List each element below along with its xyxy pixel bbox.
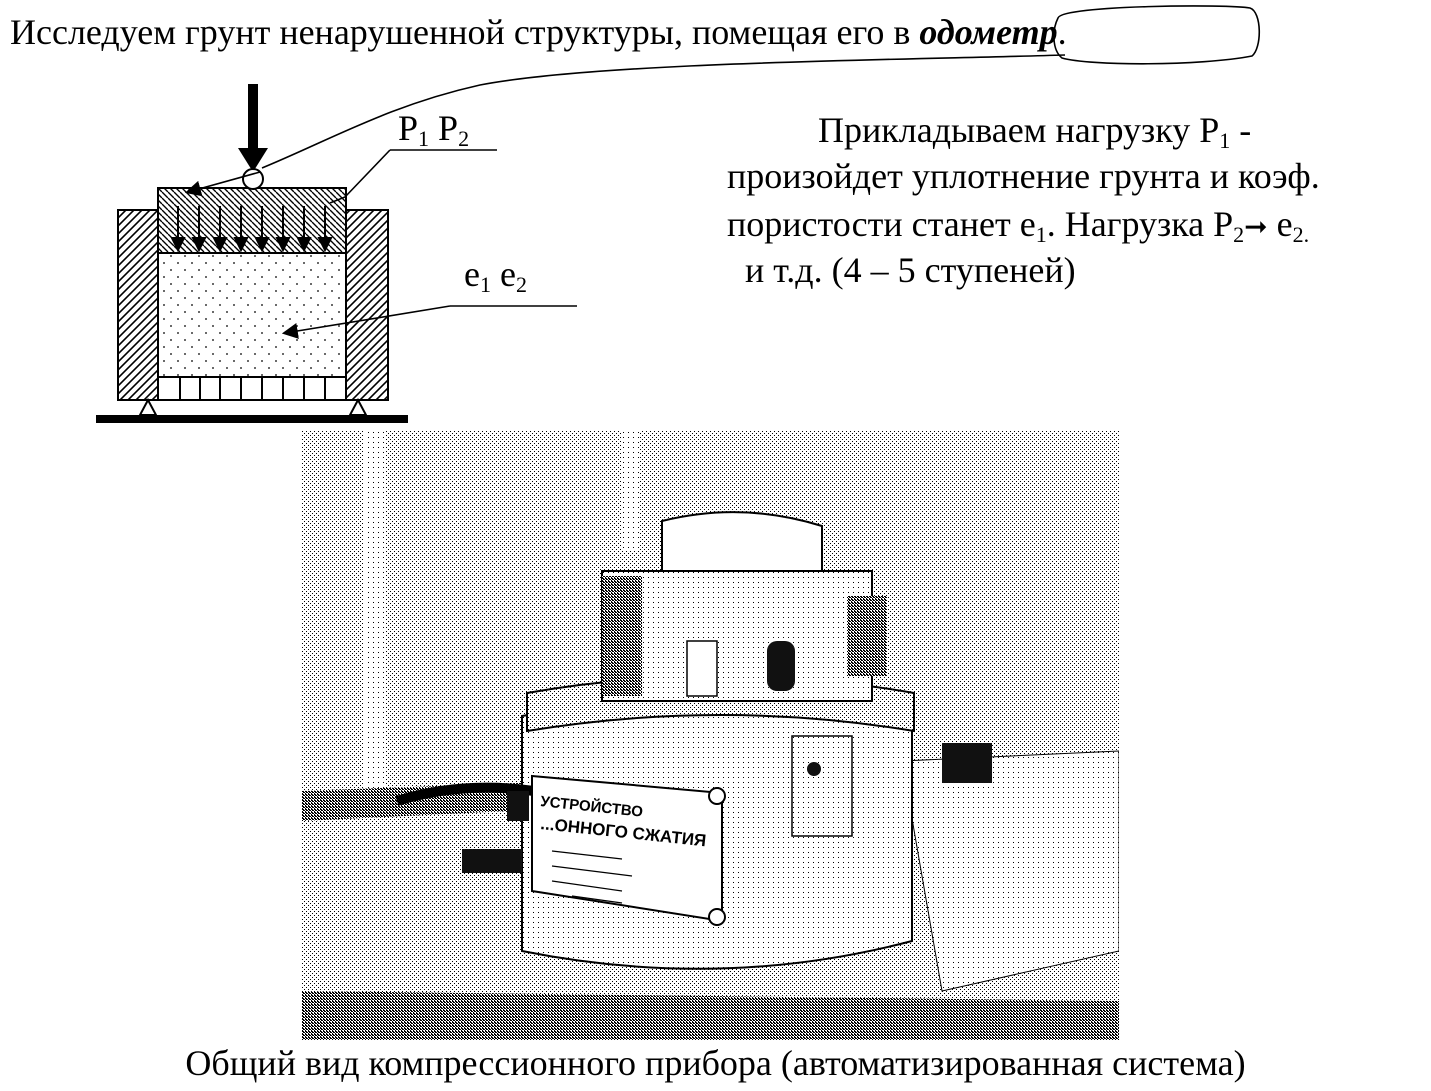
photo-caption: Общий вид компрессионного прибора (автом…: [185, 1043, 1246, 1083]
intro-period: .: [1057, 12, 1067, 52]
loading-stamp: [157, 187, 347, 254]
intro-heading: Исследуем грунт ненарушенной структуры, …: [10, 10, 1067, 54]
description-line-4: и т.д. (4 – 5 ступеней): [745, 250, 1076, 290]
void-ratio-label: e1 e2: [464, 254, 527, 297]
description-line-2: произойдет уплотнение грунта и коэф.: [727, 156, 1320, 196]
odometer-diagram: [96, 5, 1261, 423]
intro-text: Исследуем грунт ненарушенной структуры, …: [10, 12, 920, 52]
load-ball: [242, 168, 264, 190]
apparatus-photo-image: УСТРОЙСТВО ...ОННОГО СЖАТИЯ: [302, 431, 1119, 1040]
odometer-term: одометр: [919, 12, 1058, 52]
down-arrow-icon: [238, 84, 268, 172]
load-label: P1 P2: [398, 108, 470, 151]
base-plate: [96, 415, 408, 423]
soil-sample: [157, 252, 347, 378]
description-line-1: Прикладываем нагрузку P1 -: [818, 110, 1252, 153]
porous-base: [157, 376, 347, 401]
leader-lines: [184, 5, 1261, 339]
triangle-support-icon: [138, 397, 158, 416]
right-arrow-icon: ➞: [1244, 210, 1268, 243]
triangle-support-icon: [348, 397, 368, 416]
description-line-3: пористости станет e1. Нагрузка P2➞ e2.: [727, 204, 1310, 247]
apparatus-photo: УСТРОЙСТВО ...ОННОГО СЖАТИЯ: [302, 431, 1119, 1040]
pressure-arrows: [170, 206, 333, 253]
